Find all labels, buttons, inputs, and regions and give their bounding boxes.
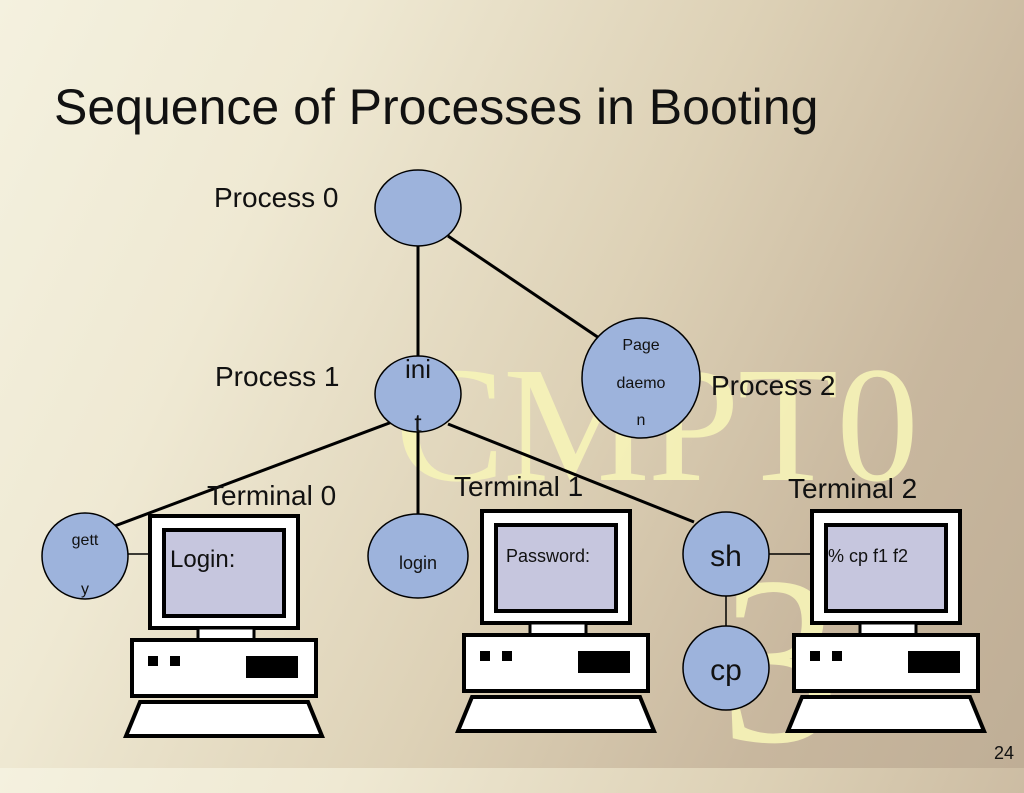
terminal-2-computer: [786, 509, 986, 733]
slide: CMPT0 3 Sequence of Processes in Booting: [41, 79, 1014, 780]
getty-label-wrap: y: [81, 581, 89, 598]
edge-init-sh: [447, 422, 695, 524]
getty-node: [41, 512, 129, 600]
tree-edges: [111, 234, 695, 529]
edge-init-getty: [111, 420, 393, 529]
cp-node: [682, 625, 770, 711]
terminal-2-screen-text: % cp f1 f2: [828, 546, 908, 566]
terminal-1-computer: [456, 509, 656, 733]
connector-edges: [128, 553, 812, 626]
init-label-wrap: t: [414, 408, 422, 438]
process-tree-diagram: ini t Page daemo n gett y login sh cp Lo…: [41, 169, 986, 738]
page-daemon-label: Page: [622, 337, 659, 354]
sh-node: [682, 511, 770, 597]
terminal-1-screen-text: Password:: [506, 546, 590, 566]
process-2-label: Process 2: [711, 370, 836, 401]
page-daemon-label-wrap: daemo: [617, 375, 666, 392]
login-label: login: [399, 553, 437, 573]
terminal-0-screen-text: Login:: [170, 546, 235, 573]
process-1-label: Process 1: [215, 361, 340, 392]
process-0-node: [374, 169, 462, 247]
sh-label: sh: [710, 540, 742, 573]
page-daemon-label-wrap2: n: [637, 412, 646, 429]
terminal-0-label: Terminal 0: [207, 480, 337, 511]
terminal-1-label: Terminal 1: [454, 471, 584, 502]
edge-process0-pagedaemon: [447, 234, 603, 342]
slide-title: Sequence of Processes in Booting: [54, 79, 819, 135]
cp-label: cp: [710, 654, 742, 687]
process-0-label: Process 0: [214, 182, 339, 213]
init-label: ini: [405, 354, 431, 384]
login-node: [367, 513, 469, 599]
terminal-2-label: Terminal 2: [788, 473, 918, 504]
init-node: [374, 355, 462, 433]
page-number: 24: [993, 743, 1014, 763]
page-daemon-node: [581, 317, 701, 439]
getty-label: gett: [72, 532, 99, 549]
